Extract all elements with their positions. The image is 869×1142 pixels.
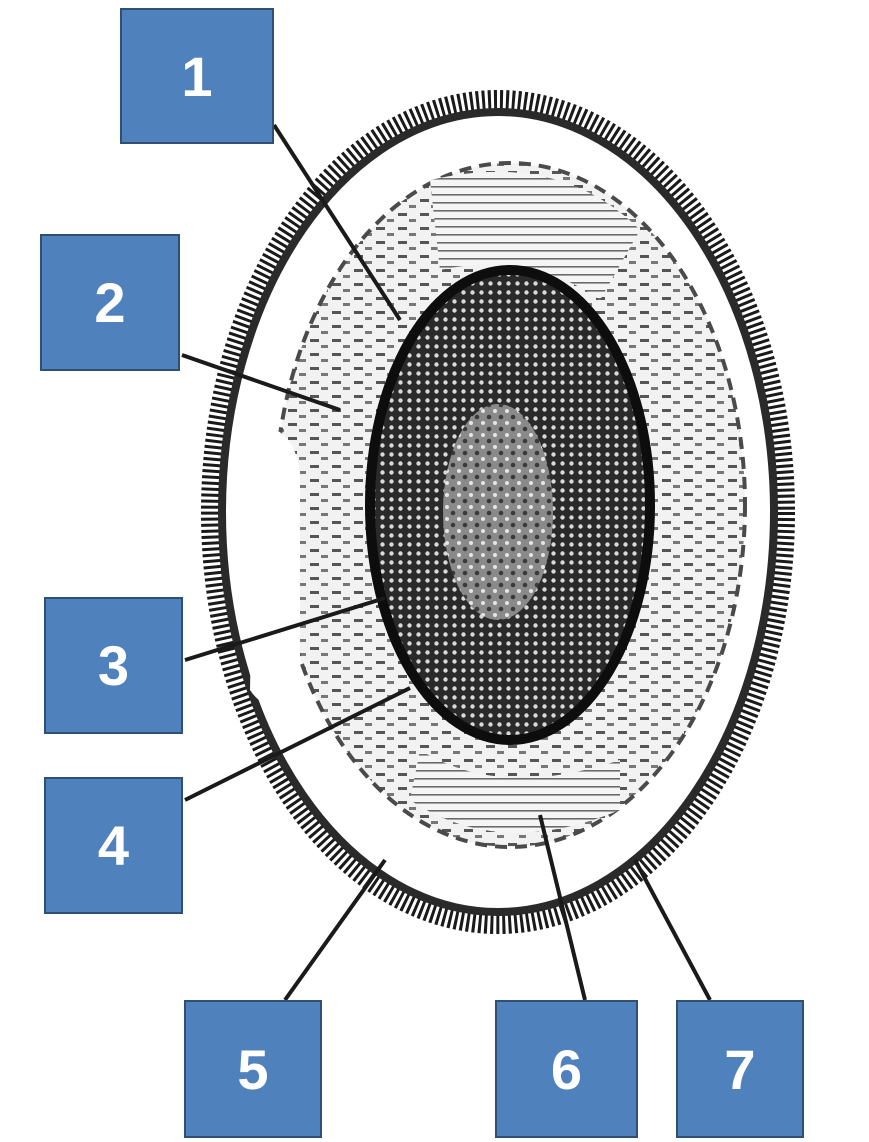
label-2: 2 [40, 234, 180, 371]
leader-line-5 [285, 860, 385, 1000]
core [443, 404, 553, 620]
white-gap [250, 428, 300, 705]
label-4: 4 [44, 777, 183, 914]
label-5-text: 5 [237, 1037, 268, 1102]
leader-line-7 [635, 860, 710, 1000]
label-3: 3 [44, 597, 183, 734]
label-3-text: 3 [98, 633, 129, 698]
label-5: 5 [184, 1000, 322, 1138]
label-1-text: 1 [181, 44, 212, 109]
label-6: 6 [495, 1000, 638, 1138]
label-7: 7 [676, 1000, 804, 1138]
label-2-text: 2 [94, 270, 125, 335]
label-6-text: 6 [551, 1037, 582, 1102]
label-1: 1 [120, 8, 274, 144]
label-4-text: 4 [98, 813, 129, 878]
label-7-text: 7 [724, 1037, 755, 1102]
